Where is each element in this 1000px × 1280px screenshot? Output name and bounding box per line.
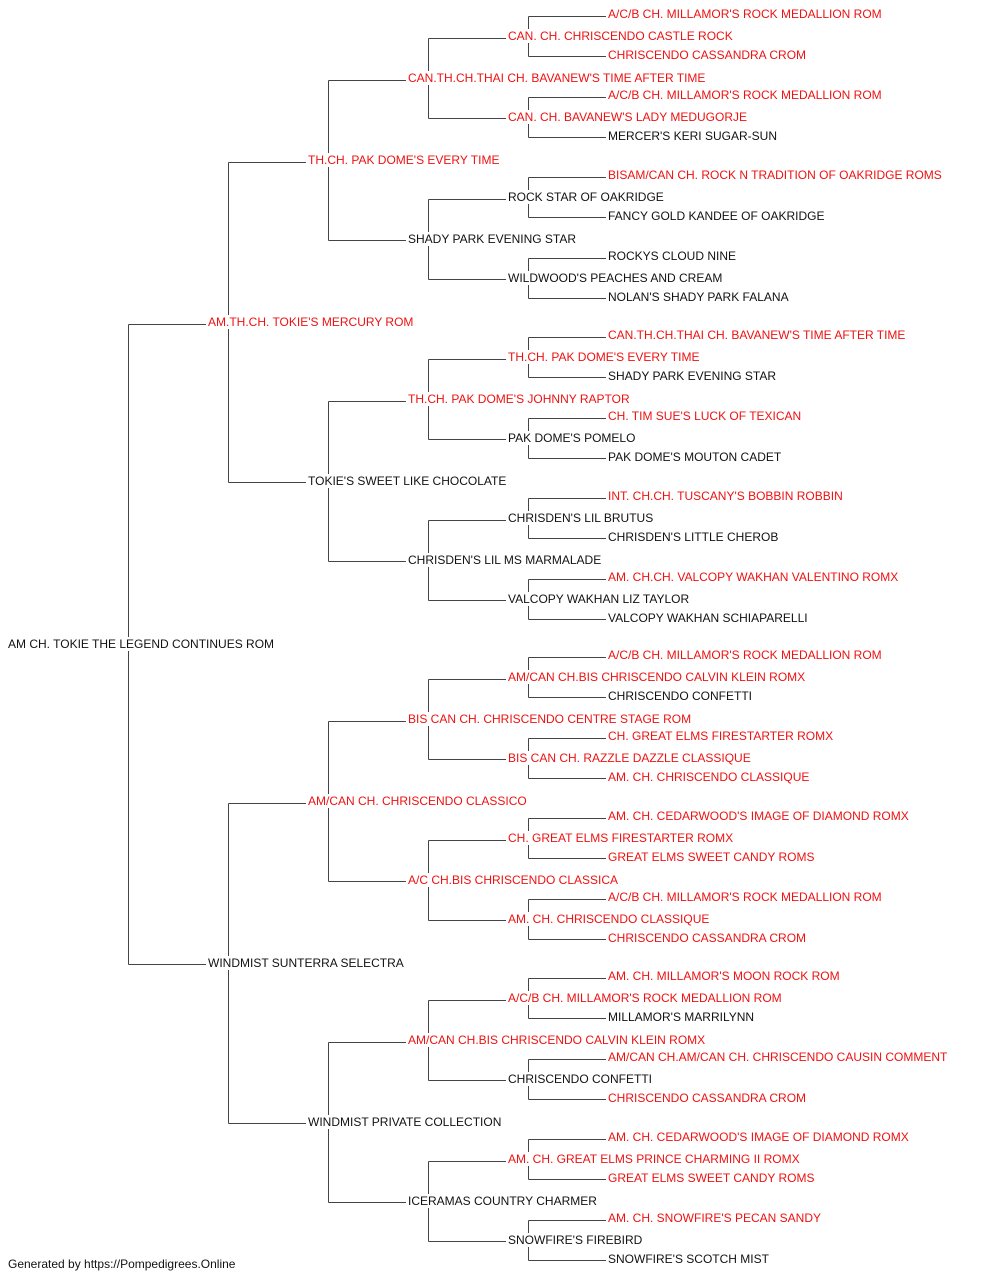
sire-name: CAN.TH.CH.THAI CH. BAVANEW'S TIME AFTER …: [407, 71, 707, 85]
sire-name: ROCK STAR OF OAKRIDGE: [507, 190, 665, 204]
dam-name: CHRISCENDO CASSANDRA CROM: [607, 48, 808, 62]
dam-name: WINDMIST PRIVATE COLLECTION: [307, 1115, 503, 1129]
dam-name: CAN. CH. BAVANEW'S LADY MEDUGORJE: [507, 110, 748, 124]
sire-name: CAN.TH.CH.THAI CH. BAVANEW'S TIME AFTER …: [607, 328, 907, 342]
dam-name: CHRISCENDO CONFETTI: [507, 1072, 653, 1086]
sire-name: CH. GREAT ELMS FIRESTARTER ROMX: [507, 831, 735, 845]
sire-name: TH.CH. PAK DOME'S JOHNNY RAPTOR: [407, 392, 631, 406]
sire-name: AM. CH. SNOWFIRE'S PECAN SANDY: [607, 1211, 822, 1225]
dam-name: SHADY PARK EVENING STAR: [607, 369, 778, 383]
sire-name: BIS CAN CH. CHRISCENDO CENTRE STAGE ROM: [407, 712, 693, 726]
dam-name: WILDWOOD'S PEACHES AND CREAM: [507, 271, 724, 285]
sire-name: TH.CH. PAK DOME'S EVERY TIME: [307, 153, 501, 167]
dam-name: TOKIE'S SWEET LIKE CHOCOLATE: [307, 474, 508, 488]
dam-name: MILLAMOR'S MARRILYNN: [607, 1010, 756, 1024]
dam-name: CHRISCENDO CASSANDRA CROM: [607, 931, 808, 945]
sire-name: INT. CH.CH. TUSCANY'S BOBBIN ROBBIN: [607, 489, 844, 503]
sire-name: CAN. CH. CHRISCENDO CASTLE ROCK: [507, 29, 734, 43]
sire-name: CHRISDEN'S LIL BRUTUS: [507, 511, 655, 525]
dam-name: VALCOPY WAKHAN LIZ TAYLOR: [507, 592, 691, 606]
dam-name: NOLAN'S SHADY PARK FALANA: [607, 290, 790, 304]
dam-name: GREAT ELMS SWEET CANDY ROMS: [607, 1171, 816, 1185]
sire-name: A/C/B CH. MILLAMOR'S ROCK MEDALLION ROM: [607, 648, 883, 662]
dam-name: GREAT ELMS SWEET CANDY ROMS: [607, 850, 816, 864]
sire-name: AM. CH. CEDARWOOD'S IMAGE OF DIAMOND ROM…: [607, 809, 910, 823]
sire-name: BISAM/CAN CH. ROCK N TRADITION OF OAKRID…: [607, 168, 943, 182]
dam-name: PAK DOME'S MOUTON CADET: [607, 450, 783, 464]
sire-name: AM. CH. MILLAMOR'S MOON ROCK ROM: [607, 969, 841, 983]
sire-name: AM.TH.CH. TOKIE'S MERCURY ROM: [207, 315, 415, 329]
dam-name: SNOWFIRE'S SCOTCH MIST: [607, 1252, 770, 1266]
sire-name: CH. GREAT ELMS FIRESTARTER ROMX: [607, 729, 835, 743]
dam-name: CHRISDEN'S LIL MS MARMALADE: [407, 553, 603, 567]
dam-name: CHRISDEN'S LITTLE CHEROB: [607, 530, 780, 544]
dam-name: AM. CH. CHRISCENDO CLASSIQUE: [507, 912, 711, 926]
dam-name: WINDMIST SUNTERRA SELECTRA: [207, 956, 405, 970]
dam-name: AM. CH. CHRISCENDO CLASSIQUE: [607, 770, 811, 784]
sire-name: A/C/B CH. MILLAMOR'S ROCK MEDALLION ROM: [607, 7, 883, 21]
dam-name: SNOWFIRE'S FIREBIRD: [507, 1233, 644, 1247]
dam-name: PAK DOME'S POMELO: [507, 431, 637, 445]
subject-name: AM CH. TOKIE THE LEGEND CONTINUES ROM: [7, 637, 276, 651]
sire-name: AM/CAN CH.BIS CHRISCENDO CALVIN KLEIN RO…: [407, 1033, 707, 1047]
sire-name: AM/CAN CH.BIS CHRISCENDO CALVIN KLEIN RO…: [507, 670, 807, 684]
generated-by-footer: Generated by https://Pompedigrees.Online: [8, 1257, 236, 1271]
dam-name: CHRISCENDO CONFETTI: [607, 689, 753, 703]
sire-name: AM. CH. CEDARWOOD'S IMAGE OF DIAMOND ROM…: [607, 1130, 910, 1144]
sire-name: AM. CH.CH. VALCOPY WAKHAN VALENTINO ROMX: [607, 570, 900, 584]
sire-name: AM/CAN CH.AM/CAN CH. CHRISCENDO CAUSIN C…: [607, 1050, 949, 1064]
sire-name: ROCKYS CLOUD NINE: [607, 249, 738, 263]
dam-name: BIS CAN CH. RAZZLE DAZZLE CLASSIQUE: [507, 751, 752, 765]
sire-name: A/C/B CH. MILLAMOR'S ROCK MEDALLION ROM: [507, 991, 783, 1005]
dam-name: A/C CH.BIS CHRISCENDO CLASSICA: [407, 873, 620, 887]
sire-name: A/C/B CH. MILLAMOR'S ROCK MEDALLION ROM: [607, 890, 883, 904]
sire-name: TH.CH. PAK DOME'S EVERY TIME: [507, 350, 701, 364]
dam-name: SHADY PARK EVENING STAR: [407, 232, 578, 246]
dam-name: ICERAMAS COUNTRY CHARMER: [407, 1194, 598, 1208]
sire-name: AM/CAN CH. CHRISCENDO CLASSICO: [307, 794, 528, 808]
dam-name: FANCY GOLD KANDEE OF OAKRIDGE: [607, 209, 826, 223]
dam-name: MERCER'S KERI SUGAR-SUN: [607, 129, 778, 143]
dam-name: VALCOPY WAKHAN SCHIAPARELLI: [607, 611, 809, 625]
dam-name: CHRISCENDO CASSANDRA CROM: [607, 1091, 808, 1105]
sire-name: CH. TIM SUE'S LUCK OF TEXICAN: [607, 409, 803, 423]
sire-name: AM. CH. GREAT ELMS PRINCE CHARMING II RO…: [507, 1152, 801, 1166]
sire-name: A/C/B CH. MILLAMOR'S ROCK MEDALLION ROM: [607, 88, 883, 102]
